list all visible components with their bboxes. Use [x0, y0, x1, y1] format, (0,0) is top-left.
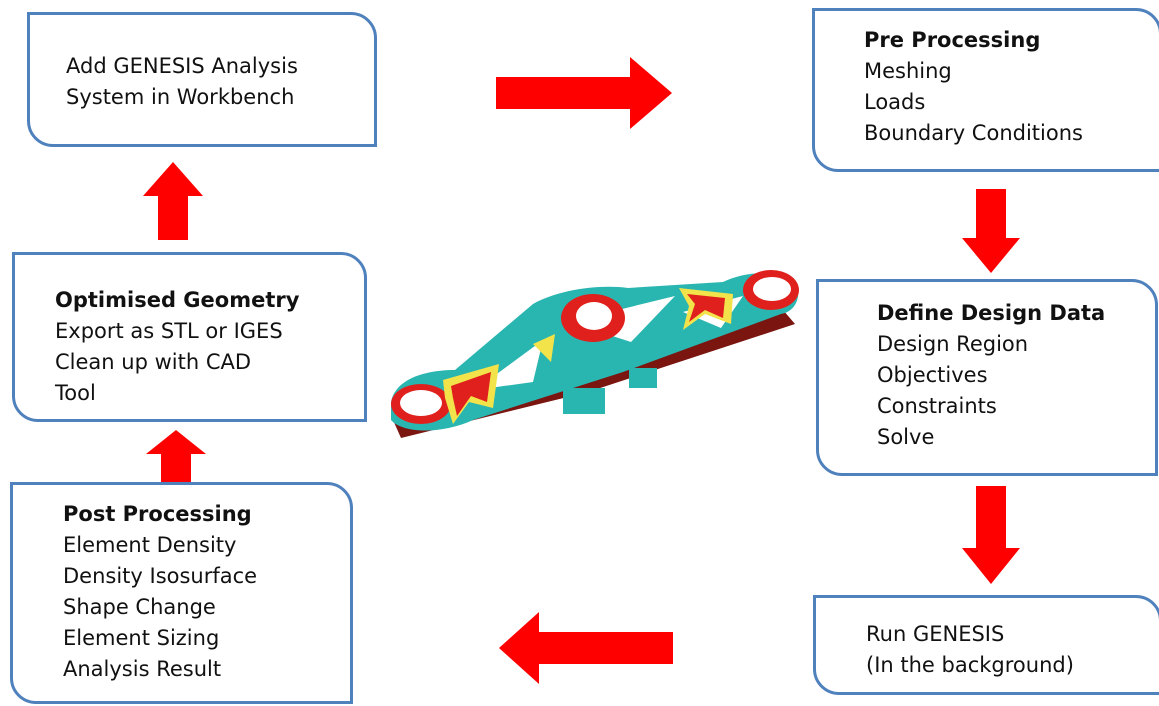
topology-optimised-bracket-image — [383, 252, 808, 452]
optimised-item: Clean up with CAD — [55, 350, 252, 374]
define-design-item: Design Region — [877, 332, 1029, 356]
arrow-run-to-post — [499, 612, 673, 684]
add-genesis-box: Add GENESIS Analysis System in Workbench — [27, 12, 377, 147]
post-processing-item: Analysis Result — [63, 657, 222, 681]
optimised-item: Tool — [55, 381, 96, 405]
arrow-define-to-run — [962, 486, 1020, 584]
arrow-optimised-to-add — [143, 162, 203, 240]
post-processing-heading: Post Processing — [63, 502, 252, 526]
optimised-heading: Optimised Geometry — [55, 288, 300, 312]
add-genesis-line-2: System in Workbench — [66, 85, 295, 109]
optimised-geometry-box: Optimised Geometry Export as STL or IGES… — [12, 252, 367, 422]
pre-processing-heading: Pre Processing — [864, 28, 1041, 52]
post-processing-item: Element Sizing — [63, 626, 220, 650]
define-design-item: Objectives — [877, 363, 988, 387]
arrow-pre-to-define — [962, 189, 1020, 273]
post-processing-box: Post Processing Element Density Density … — [10, 482, 353, 704]
optimised-item: Export as STL or IGES — [55, 319, 283, 343]
pre-processing-item: Meshing — [864, 59, 952, 83]
define-design-heading: Define Design Data — [877, 301, 1106, 325]
post-processing-item: Density Isosurface — [63, 564, 258, 588]
define-design-item: Solve — [877, 425, 935, 449]
arrow-add-to-pre — [496, 57, 672, 129]
run-genesis-box: Run GENESIS (In the background) — [813, 595, 1159, 695]
run-genesis-line-1: Run GENESIS — [866, 622, 1005, 646]
post-processing-item: Element Density — [63, 533, 237, 557]
arrow-post-to-optimised — [146, 430, 206, 482]
define-design-item: Constraints — [877, 394, 997, 418]
pre-processing-item: Loads — [864, 90, 926, 114]
pre-processing-box: Pre Processing Meshing Loads Boundary Co… — [812, 8, 1159, 172]
add-genesis-line-1: Add GENESIS Analysis — [66, 54, 298, 78]
run-genesis-line-2: (In the background) — [866, 653, 1074, 677]
post-processing-item: Shape Change — [63, 595, 216, 619]
define-design-box: Define Design Data Design Region Objecti… — [816, 279, 1158, 476]
pre-processing-item: Boundary Conditions — [864, 121, 1083, 145]
